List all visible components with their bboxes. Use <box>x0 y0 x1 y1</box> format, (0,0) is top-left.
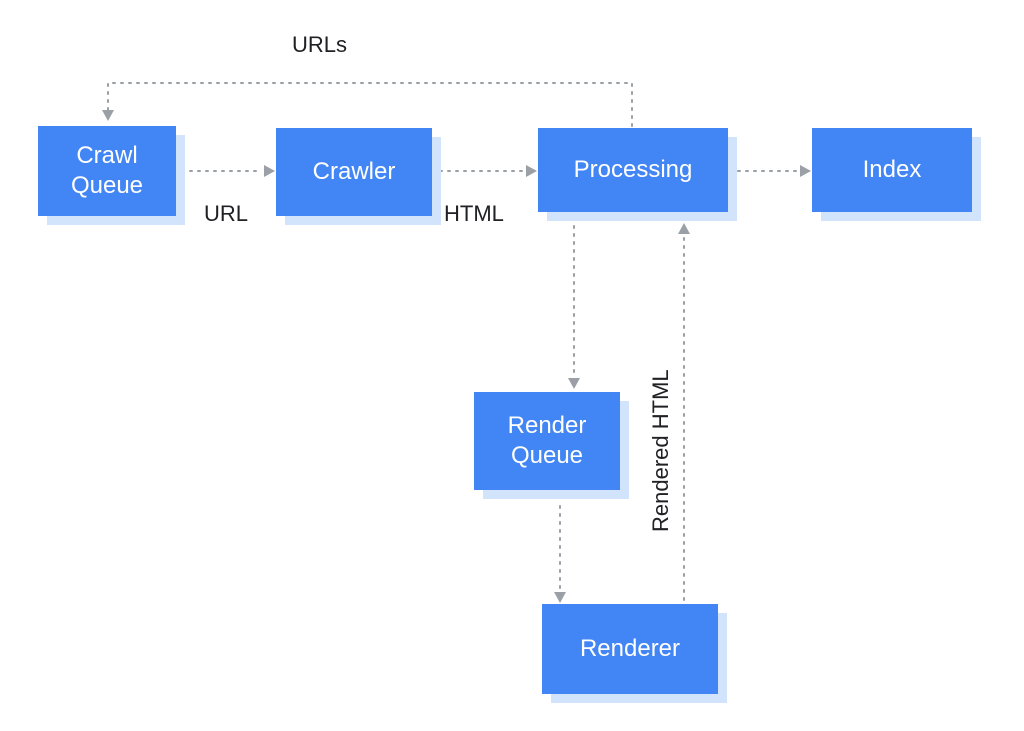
arrowhead-render-queue <box>568 378 580 389</box>
arrowhead-processing <box>526 165 537 177</box>
node-processing: Processing <box>538 128 737 221</box>
node-index: Index <box>812 128 981 221</box>
node-render-queue: Render Queue <box>474 392 629 499</box>
index-label: Index <box>862 156 922 183</box>
arrowhead-index <box>800 165 811 177</box>
edge-label-rendered-html: Rendered HTML <box>648 369 673 532</box>
renderer-label: Renderer <box>579 635 681 662</box>
node-crawler: Crawler <box>276 128 441 225</box>
node-face: Processing <box>538 128 728 212</box>
edge-label-url: URL <box>204 201 249 226</box>
node-face: Render Queue <box>474 392 620 490</box>
arrowhead-crawler <box>264 165 275 177</box>
arrowhead-processing-from-renderer <box>678 223 690 234</box>
crawl-queue-label-line1: Crawl <box>76 142 138 169</box>
arrowhead-crawl-queue <box>102 110 114 121</box>
processing-label: Processing <box>573 156 693 183</box>
crawler-label: Crawler <box>312 158 396 185</box>
render-queue-label-line2: Queue <box>510 442 584 469</box>
edge-processing-to-crawl-queue <box>107 82 633 127</box>
node-face: Index <box>812 128 972 212</box>
node-face: Renderer <box>542 604 718 694</box>
node-crawl-queue: Crawl Queue <box>38 126 185 225</box>
node-renderer: Renderer <box>542 604 727 703</box>
edge-label-html: HTML <box>444 201 504 226</box>
render-queue-label-line1: Render <box>507 412 587 439</box>
node-face: Crawler <box>276 128 432 216</box>
crawl-queue-label-line2: Queue <box>70 172 144 199</box>
arrowhead-renderer <box>554 592 566 603</box>
edge-label-urls: URLs <box>292 32 348 57</box>
node-face: Crawl Queue <box>38 126 176 216</box>
